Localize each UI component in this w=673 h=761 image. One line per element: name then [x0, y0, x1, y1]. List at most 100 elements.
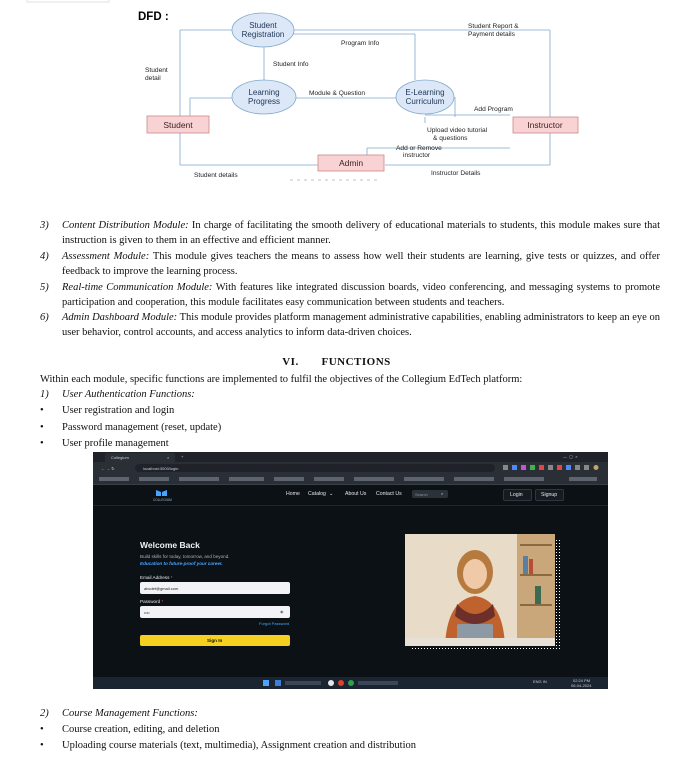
svg-text:Curriculum: Curriculum [406, 97, 445, 106]
item-lead: User Authentication Functions: [62, 389, 195, 400]
nav-catalog[interactable]: Catalog [308, 491, 326, 497]
logo-icon [156, 490, 167, 496]
bullet-item: •Uploading course materials (text, multi… [40, 740, 417, 751]
svg-text:Admin: Admin [339, 158, 363, 168]
flow-student-info: Student Info [273, 61, 309, 68]
nav-home[interactable]: Home [286, 491, 300, 497]
item-number: 3) [40, 220, 49, 231]
item-number: 4) [40, 251, 49, 262]
browser-tab-bar: Collegium × + — ▢ × [93, 452, 608, 462]
svg-text:E-Learning: E-Learning [405, 88, 444, 97]
item-text: This module provides platform management… [62, 312, 660, 338]
password-field[interactable]: •••• ◉ [140, 606, 290, 618]
entity-instructor: Instructor [512, 116, 579, 134]
svg-text:Instructor: Instructor [527, 120, 563, 130]
extension-icons[interactable] [503, 465, 603, 472]
login-button[interactable]: Login [503, 489, 532, 501]
svg-text:Learning: Learning [248, 88, 279, 97]
login-page-screenshot: Collegium × + — ▢ × ← → ↻ localhost:3000… [93, 452, 608, 689]
flow-add-program: Add Program [474, 106, 513, 113]
flow-student-detail-2: detail [145, 75, 161, 82]
url-field[interactable]: localhost:3000/login [135, 464, 495, 472]
search-box[interactable]: Search ⌕ [412, 490, 448, 498]
flow-upload-video-2: & questions [433, 135, 468, 142]
search-icon: ⌕ [441, 491, 444, 496]
welcome-heading: Welcome Back [140, 540, 200, 550]
module-item-3: 3) Content Distribution Module: In charg… [40, 218, 660, 248]
language-indicator: ENG IN [533, 679, 547, 684]
svg-text:Registration: Registration [242, 30, 285, 39]
item-number: 2) [40, 708, 49, 719]
flow-student-report: Student Report & [468, 23, 519, 30]
item-number: 6) [40, 312, 49, 323]
chevron-down-icon[interactable]: ⌄ [329, 491, 334, 497]
flow-upload-video-1: Upload video tutorial [427, 127, 488, 134]
item-lead: Content Distribution Module: [62, 220, 189, 231]
browser-address-bar: ← → ↻ localhost:3000/login [93, 462, 608, 474]
flow-student-detail-1: Student [145, 67, 168, 74]
nav-arrows-icon: ← → ↻ [101, 466, 115, 471]
clock-time: 02:24 PM [573, 678, 591, 683]
item-lead: Admin Dashboard Module: [62, 312, 178, 323]
svg-text:Progress: Progress [248, 97, 280, 106]
nav-about[interactable]: About Us [345, 491, 367, 497]
cropped-box [26, 0, 110, 3]
bullet-item: •Password management (reset, update) [40, 422, 222, 433]
site-header: COLLEGIUM Home Catalog ⌄ About Us Contac… [93, 485, 608, 506]
browser-tab[interactable]: Collegium × [105, 453, 175, 462]
module-item-4: 4) Assessment Module: This module gives … [40, 249, 660, 279]
section-heading: VI. FUNCTIONS [0, 356, 673, 368]
new-tab-icon[interactable]: + [181, 454, 184, 459]
entity-student: Student [146, 115, 210, 134]
entity-admin: Admin [317, 154, 385, 172]
item-lead: Course Management Functions: [62, 708, 198, 719]
window-controls[interactable]: — ▢ × [563, 454, 578, 459]
eye-icon[interactable]: ◉ [280, 609, 284, 614]
taskbar-icons[interactable] [263, 679, 403, 687]
close-icon: × [167, 455, 170, 460]
flow-module-question: Module & Question [309, 90, 365, 97]
signup-button[interactable]: Signup [535, 489, 564, 501]
bullet-item: •User registration and login [40, 405, 175, 416]
item-text: In charge of facilitating the smooth del… [62, 220, 660, 246]
flow-program-info: Program Info [341, 40, 379, 47]
bullet-item: •User profile management [40, 438, 169, 449]
process-learning-progress: Learning Progress [231, 79, 297, 115]
item-number: 1) [40, 389, 49, 400]
bookmarks-bar [93, 474, 608, 485]
module-item-6: 6) Admin Dashboard Module: This module p… [40, 310, 660, 340]
forgot-password-link[interactable]: Forgot Password [259, 621, 290, 626]
flow-student-report-2: Payment details [468, 31, 516, 38]
intro-paragraph: Within each module, specific functions a… [40, 374, 523, 385]
item-lead: Assessment Module: [62, 251, 150, 262]
process-elearning-curriculum: E-Learning Curriculum [395, 79, 455, 115]
module-item-5: 5) Real-time Communication Module: With … [40, 280, 660, 310]
item-text: This module gives teachers the means to … [62, 251, 660, 277]
functions-1-heading: 1) User Authentication Functions: [40, 387, 660, 402]
clock-date: 06-04-2024 [571, 683, 592, 688]
item-number: 5) [40, 282, 49, 293]
svg-text:Student: Student [163, 120, 193, 130]
signin-button[interactable]: Sign In [140, 635, 290, 646]
section-number: VI. [282, 356, 299, 368]
flow-add-remove-1: Add or Remove [396, 145, 442, 152]
flow-student-details: Student details [194, 172, 238, 179]
item-lead: Real-time Communication Module: [62, 282, 213, 293]
flow-instructor-details: Instructor Details [431, 170, 481, 177]
dfd-title: DFD : [138, 11, 169, 23]
email-field[interactable]: abcdef@gmail.com [140, 582, 290, 594]
functions-2-heading: 2) Course Management Functions: [40, 706, 660, 721]
process-student-registration: Student Registration [231, 12, 295, 48]
email-label: Email Address * [140, 575, 173, 580]
password-label: Password * [140, 599, 164, 604]
os-taskbar: ENG IN 02:24 PM 06-04-2024 [93, 677, 608, 689]
student-photo [405, 534, 555, 646]
logo-text: COLLEGIUM [153, 498, 172, 502]
item-text: With features like integrated discussion… [62, 282, 660, 308]
dfd-diagram: DFD : Student Registration Learning Prog… [26, 0, 579, 181]
svg-text:Student: Student [249, 21, 277, 30]
bullet-item: •Course creation, editing, and deletion [40, 724, 220, 735]
section-title: FUNCTIONS [321, 356, 391, 368]
highlight-text: Education to future-proof your career. [140, 561, 223, 566]
nav-contact[interactable]: Contact Us [376, 491, 402, 497]
